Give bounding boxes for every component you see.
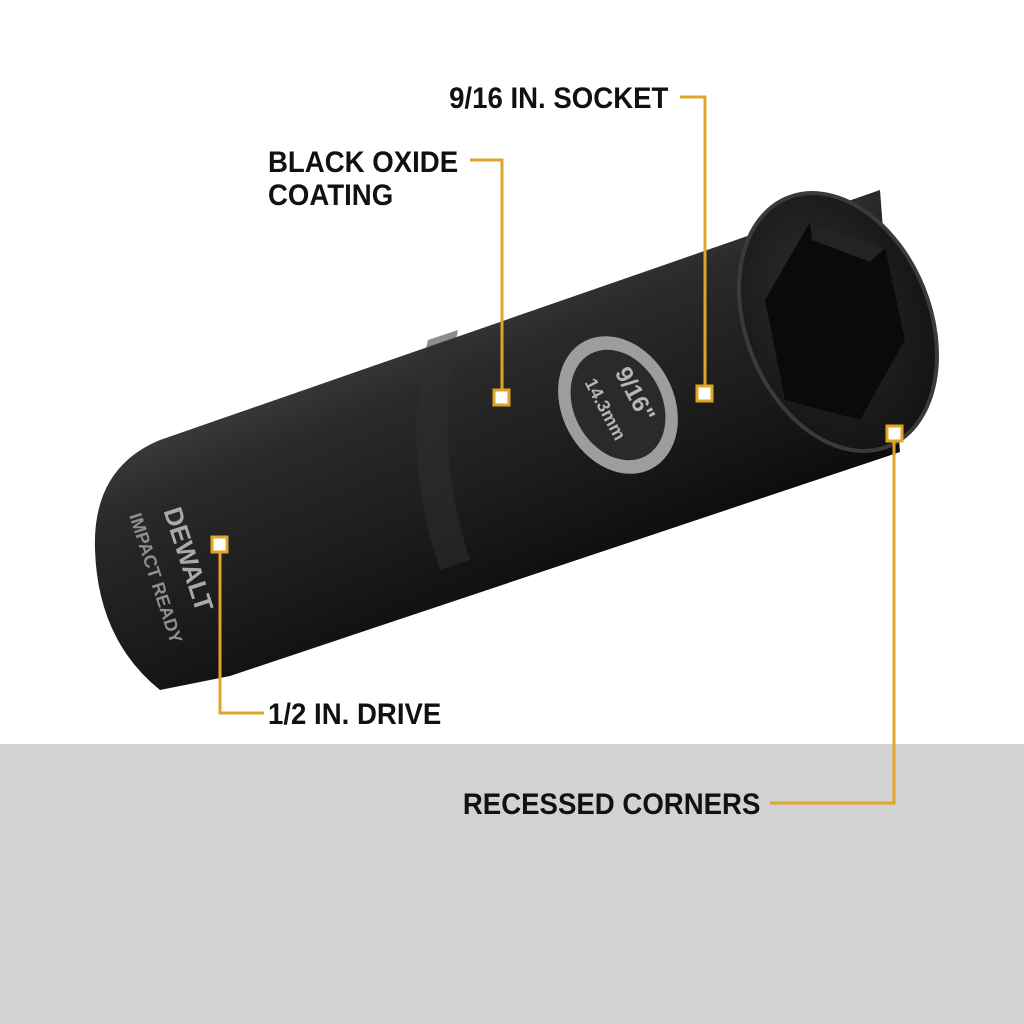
- callout-black-oxide-coating: BLACK OXIDE COATING: [268, 146, 459, 212]
- leader-corners: [770, 436, 896, 805]
- hex-inner-wall: [810, 222, 885, 262]
- floor-background: [0, 744, 1024, 1024]
- callout-recessed-corners: RECESSED CORNERS: [462, 788, 760, 821]
- size-stamp-inner: [570, 349, 666, 461]
- marker-corners: [885, 424, 904, 443]
- leader-drive: [218, 548, 264, 715]
- marker-drive: [210, 535, 229, 554]
- socket-body: [94, 190, 901, 690]
- socket-illustration: 9/16" 14.3mm DEWALT IMPACT READY: [94, 190, 939, 690]
- marker-socket-size: [695, 384, 714, 403]
- marker-coating: [492, 388, 511, 407]
- callout-socket-size: 9/16 IN. SOCKET: [448, 82, 668, 115]
- callout-markers: [210, 384, 904, 554]
- leader-socket-size: [680, 95, 707, 388]
- leader-coating: [470, 158, 504, 392]
- hex-opening: [765, 222, 905, 420]
- socket-rim: [737, 191, 939, 453]
- socket-shoulder: [416, 330, 470, 570]
- size-stamp: 9/16" 14.3mm: [558, 336, 678, 474]
- callout-drive-size: 1/2 IN. DRIVE: [268, 698, 442, 731]
- leader-lines: [218, 95, 896, 805]
